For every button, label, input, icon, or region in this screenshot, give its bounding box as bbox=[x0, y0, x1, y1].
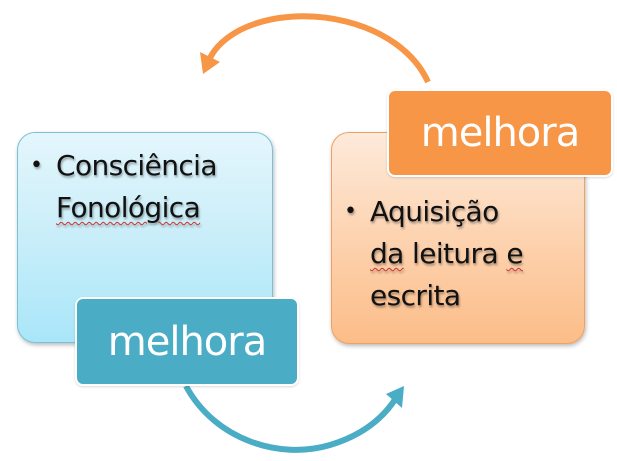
right-box-text: • Aquisição da leitura e escrita bbox=[344, 191, 584, 317]
left-text-line2: Fonológica bbox=[56, 191, 201, 224]
melhora-label-orange-text: melhora bbox=[420, 110, 580, 156]
left-bullet-item: • Consciência Fonológica bbox=[30, 145, 270, 229]
left-text-line1: Consciência bbox=[56, 149, 218, 182]
right-text-line2-e: e bbox=[506, 237, 523, 270]
right-bullet-item: • Aquisição da leitura e escrita bbox=[344, 191, 584, 317]
consciencia-fonologica-box: • Consciência Fonológica bbox=[17, 132, 273, 343]
melhora-label-blue-text: melhora bbox=[107, 318, 267, 365]
blue-cycle-arrow-icon bbox=[183, 384, 404, 453]
orange-cycle-arrow-icon bbox=[200, 13, 431, 84]
bullet-icon: • bbox=[344, 199, 357, 224]
right-text-line3: escrita bbox=[370, 279, 461, 312]
bullet-icon: • bbox=[30, 153, 43, 178]
left-box-text: • Consciência Fonológica bbox=[30, 145, 270, 229]
melhora-label-orange: melhora bbox=[387, 89, 613, 177]
right-text-line2-da: da bbox=[370, 237, 404, 270]
right-text-line1: Aquisição bbox=[370, 195, 499, 228]
right-text-line2-leitura: leitura bbox=[403, 237, 507, 270]
melhora-label-blue: melhora bbox=[75, 297, 299, 386]
